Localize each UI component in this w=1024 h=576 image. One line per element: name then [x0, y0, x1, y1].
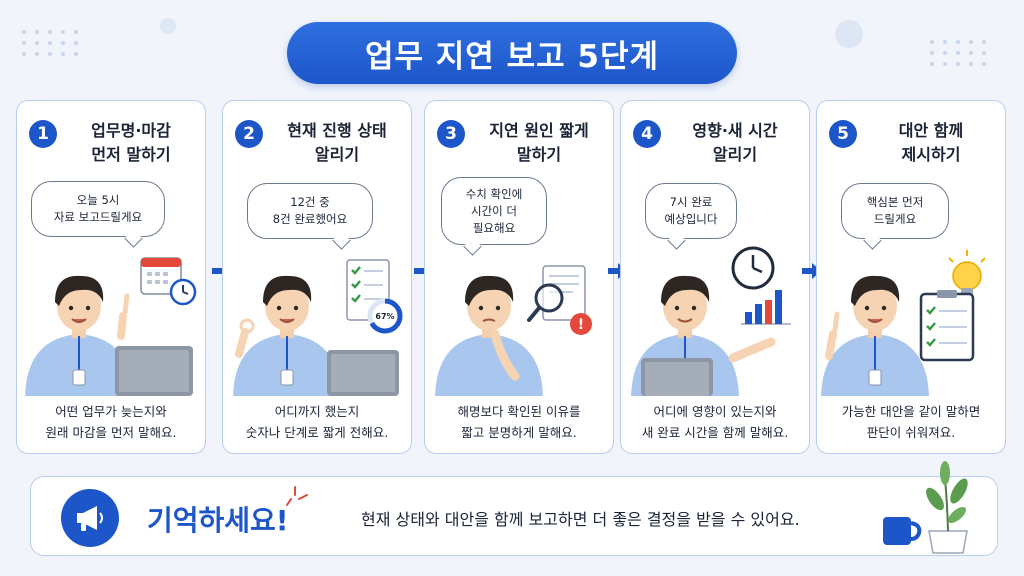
- step-illustration: [25, 257, 197, 396]
- step-illustration: [631, 246, 791, 396]
- progress-ring: 67%: [367, 298, 403, 334]
- decor-circle: [160, 18, 176, 34]
- person-figure: [435, 275, 543, 396]
- alert-icon: !: [570, 313, 592, 335]
- step-number: 3: [437, 120, 465, 148]
- progress-label: 67%: [375, 312, 394, 321]
- laptop-icon: [327, 350, 399, 396]
- person-figure: [233, 275, 341, 396]
- lightbulb-icon: [948, 250, 986, 297]
- laptop-icon: [641, 358, 713, 396]
- step-illustration: [821, 250, 986, 396]
- step-number: 2: [235, 120, 263, 148]
- megaphone-icon: [61, 489, 119, 547]
- laptop-icon: [115, 346, 193, 396]
- decor-dots: [22, 30, 80, 56]
- decor-circle: [835, 20, 863, 48]
- clock-icon: [731, 246, 775, 290]
- step-number: 4: [633, 120, 661, 148]
- plant-icon: [883, 461, 968, 554]
- decor-dots: [930, 40, 988, 66]
- clipboard-icon: [919, 290, 975, 362]
- spark-icon: [286, 486, 308, 506]
- mug-icon: [883, 517, 922, 545]
- clock-icon: [169, 278, 197, 306]
- remember-text: 현재 상태와 대안을 함께 보고하면 더 좋은 결정을 받을 수 있어요.: [361, 510, 800, 529]
- step-number: 1: [29, 120, 57, 148]
- remember-banner: 기억하세요! 현재 상태와 대안을 함께 보고하면 더 좋은 결정을 받을 수 …: [30, 461, 998, 556]
- person-figure: [821, 275, 929, 396]
- step-illustration: !: [435, 265, 592, 396]
- svg-text:!: !: [578, 317, 584, 333]
- step-illustration: 67%: [233, 259, 403, 396]
- remember-label: 기억하세요!: [147, 504, 289, 537]
- page-title: 업무 지연 보고 5단계: [287, 22, 737, 84]
- bar-chart-icon: [741, 290, 791, 325]
- calendar-icon: [140, 257, 182, 295]
- step-number: 5: [829, 120, 857, 148]
- person-figure: [25, 275, 133, 396]
- magnifier-icon: [527, 283, 564, 322]
